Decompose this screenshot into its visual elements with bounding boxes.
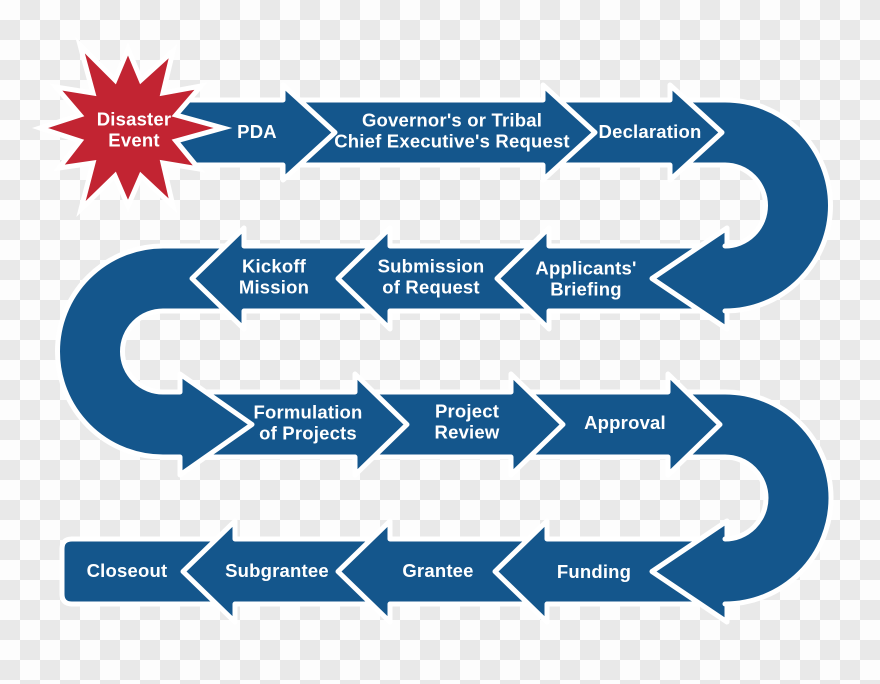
arrow-segment-subgrantee	[180, 518, 393, 625]
step-label-applicants-briefing: Applicants' Briefing	[535, 257, 637, 299]
arrow-segment-declaration	[540, 82, 725, 183]
step-label-formulation-of-projects: Formulation of Projects	[253, 401, 363, 443]
arrow-segment-formulation	[179, 371, 410, 478]
arrow-segment-project-review	[352, 371, 566, 478]
step-label-funding: Funding	[556, 560, 632, 582]
disaster-event-label: Disaster Event	[96, 108, 172, 150]
step-label-subgrantee: Subgrantee	[225, 559, 329, 581]
step-label-kickoff-mission: Kickoff Mission	[238, 255, 310, 297]
flow-curve-left	[55, 243, 255, 478]
step-label-approval: Approval	[584, 411, 666, 433]
step-label-governors-request: Governor's or Tribal Chief Executive's R…	[334, 109, 570, 151]
arrow-segment-approval	[508, 371, 723, 478]
arrow-segment-governors-request	[280, 82, 598, 183]
step-label-declaration: Declaration	[598, 120, 702, 142]
step-label-submission-of-request: Submission of Request	[377, 255, 485, 297]
arrow-segment-closeout	[59, 536, 238, 607]
step-label-grantee: Grantee	[402, 559, 474, 581]
arrow-segment-kickoff	[189, 225, 393, 332]
arrow-segment-grantee	[335, 518, 550, 625]
step-label-closeout: Closeout	[86, 559, 168, 581]
step-label-project-review: Project Review	[434, 400, 500, 442]
arrow-segment-submission	[335, 225, 552, 332]
step-label-pda: PDA	[237, 120, 277, 142]
disaster-event-starburst	[31, 36, 233, 218]
